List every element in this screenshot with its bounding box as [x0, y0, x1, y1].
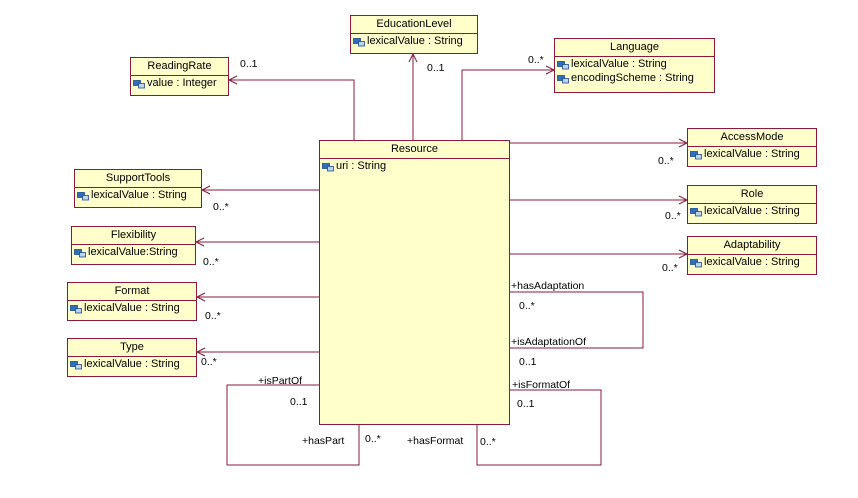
attribute-visibility-icon — [70, 360, 82, 369]
attribute-visibility-icon — [70, 304, 82, 313]
attribute-text: lexicalValue:String — [88, 246, 178, 258]
attribute-visibility-icon — [690, 150, 702, 159]
class-adaptability[interactable]: Adaptability lexicalValue : String — [687, 236, 817, 275]
class-name: Language — [555, 39, 714, 57]
class-name: SupportTools — [75, 170, 201, 188]
attribute-visibility-icon — [322, 162, 334, 171]
attribute-row: encodingScheme : String — [555, 71, 714, 85]
class-name: Flexibility — [72, 227, 195, 245]
class-role[interactable]: Role lexicalValue : String — [687, 185, 817, 224]
arrowhead-format — [195, 292, 206, 302]
class-name: Type — [68, 339, 196, 357]
attribute-visibility-icon — [353, 37, 365, 46]
attribute-text: lexicalValue : String — [84, 302, 180, 314]
class-flexibility[interactable]: Flexibility lexicalValue:String — [71, 226, 196, 265]
class-language[interactable]: Language lexicalValue : String encodingS… — [554, 38, 715, 93]
attribute-visibility-icon — [77, 191, 89, 200]
role-has-part: +hasPart — [302, 435, 345, 447]
role-has-format: +hasFormat — [407, 435, 464, 447]
attribute-text: lexicalValue : String — [367, 35, 463, 47]
attribute-text: lexicalValue : String — [91, 189, 187, 201]
attribute-visibility-icon — [74, 248, 86, 257]
multiplicity-is-part-of: 0..1 — [290, 396, 308, 408]
class-resource[interactable]: Resource uri : String — [319, 140, 510, 425]
class-access-mode[interactable]: AccessMode lexicalValue : String — [687, 128, 817, 167]
class-support-tools[interactable]: SupportTools lexicalValue : String — [74, 169, 202, 208]
attribute-text: encodingScheme : String — [571, 72, 694, 84]
self-association-adaptation — [510, 291, 644, 349]
multiplicity-has-part: 0..* — [365, 433, 381, 445]
attribute-row: lexicalValue : String — [688, 255, 816, 269]
attribute-row: lexicalValue : String — [555, 57, 714, 71]
class-name: Adaptability — [688, 237, 816, 255]
attribute-row: lexicalValue : String — [75, 188, 201, 202]
attribute-row: lexicalValue : String — [688, 147, 816, 161]
self-association-part — [226, 384, 360, 466]
multiplicity-flexibility: 0..* — [203, 256, 219, 268]
multiplicity-has-format: 0..* — [480, 436, 496, 448]
multiplicity-support-tools: 0..* — [213, 201, 229, 213]
multiplicity-is-adaptation-of: 0..1 — [519, 356, 537, 368]
class-format[interactable]: Format lexicalValue : String — [67, 282, 197, 321]
multiplicity-format: 0..* — [205, 310, 221, 322]
arrowhead-reading-rate — [227, 75, 238, 85]
arrowhead-education-level — [408, 52, 418, 63]
attribute-visibility-icon — [557, 60, 569, 69]
attribute-text: lexicalValue : String — [704, 205, 800, 217]
attribute-text: lexicalValue : String — [704, 256, 800, 268]
attribute-row: uri : String — [320, 159, 509, 173]
multiplicity-role: 0..* — [665, 210, 681, 222]
attribute-row: lexicalValue:String — [72, 245, 195, 259]
class-name: Format — [68, 283, 196, 301]
class-name: AccessMode — [688, 129, 816, 147]
multiplicity-language: 0..* — [528, 54, 544, 66]
attribute-row: lexicalValue : String — [688, 204, 816, 218]
role-is-format-of: +isFormatOf — [512, 379, 571, 391]
attribute-row: lexicalValue : String — [351, 34, 477, 48]
role-has-adaptation: +hasAdaptation — [511, 280, 585, 292]
attribute-text: lexicalValue : String — [571, 58, 667, 70]
multiplicity-adaptability: 0..* — [662, 262, 678, 274]
multiplicity-type: 0..* — [201, 356, 217, 368]
multiplicity-is-format-of: 0..1 — [517, 398, 535, 410]
attribute-text: lexicalValue : String — [704, 148, 800, 160]
attribute-text: lexicalValue : String — [84, 358, 180, 370]
class-name: Resource — [320, 141, 509, 159]
attribute-visibility-icon — [690, 207, 702, 216]
multiplicity-education-level: 0..1 — [427, 62, 445, 74]
attribute-visibility-icon — [557, 74, 569, 83]
self-association-format — [476, 389, 602, 466]
attribute-text: uri : String — [336, 160, 387, 172]
attribute-visibility-icon — [133, 79, 145, 88]
class-name: ReadingRate — [131, 58, 228, 76]
class-name: EducationLevel — [351, 16, 477, 34]
role-is-part-of: +isPartOf — [258, 375, 303, 387]
class-name: Role — [688, 186, 816, 204]
association-reading-rate — [229, 79, 355, 140]
attribute-row: lexicalValue : String — [68, 301, 196, 315]
multiplicity-access-mode: 0..* — [658, 155, 674, 167]
arrowhead-type — [195, 347, 206, 357]
attribute-text: value : Integer — [147, 77, 217, 89]
class-reading-rate[interactable]: ReadingRate value : Integer — [130, 57, 229, 96]
multiplicity-reading-rate: 0..1 — [240, 58, 258, 70]
attribute-row: lexicalValue : String — [68, 357, 196, 371]
class-type[interactable]: Type lexicalValue : String — [67, 338, 197, 377]
arrowhead-support-tools — [200, 185, 211, 195]
attribute-visibility-icon — [690, 258, 702, 267]
multiplicity-has-adaptation: 0..* — [519, 300, 535, 312]
class-education-level[interactable]: EducationLevel lexicalValue : String — [350, 15, 478, 54]
association-language — [461, 69, 554, 140]
arrowhead-flexibility — [194, 237, 205, 247]
attribute-row: value : Integer — [131, 76, 228, 90]
role-is-adaptation-of: +isAdaptationOf — [511, 336, 587, 348]
